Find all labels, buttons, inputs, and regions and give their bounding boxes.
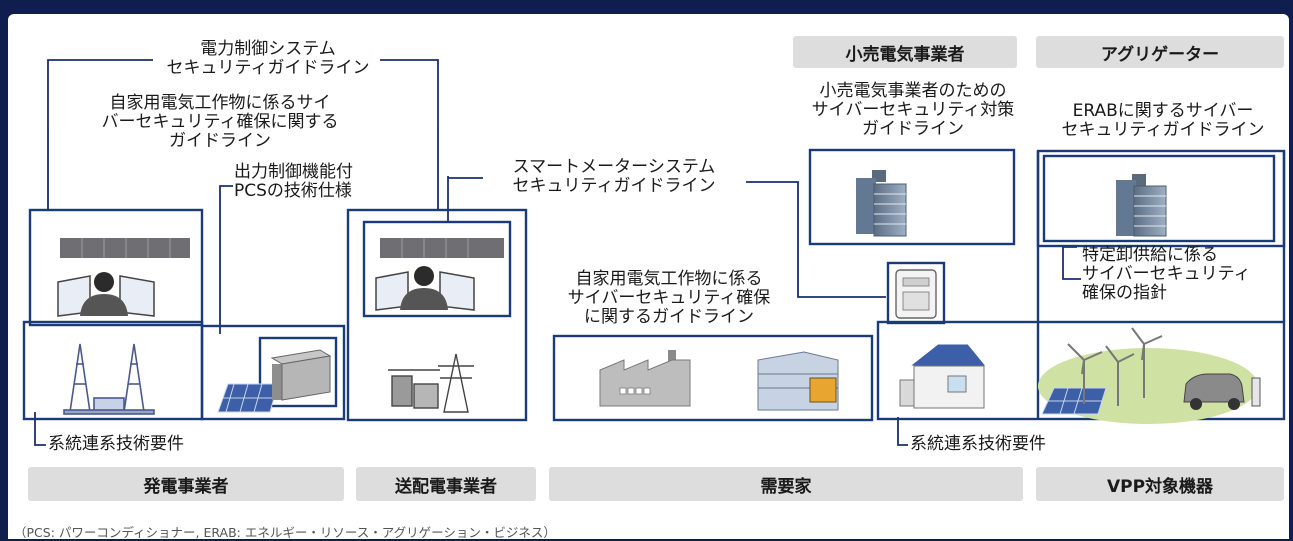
- factory-icon: [599, 350, 691, 407]
- category-consumer: 需要家: [549, 467, 1023, 501]
- diagram-panel: 電力制御システム セキュリティガイドライン 自家用電気工作物に係るサイ バーセキ…: [8, 14, 1289, 539]
- grid-connection-left-label: 系統連系技術要件: [48, 434, 184, 454]
- private-facility-guideline-left-label: 自家用電気工作物に係るサイ バーセキュリティ確保に関する ガイドライン: [101, 93, 339, 151]
- boundary-boxes: [22, 148, 1286, 422]
- connector-lines: [34, 59, 1081, 446]
- control-room-icon: [57, 238, 190, 317]
- category-aggregator: アグリゲーター: [1036, 36, 1284, 68]
- wind-turbine-icon: [1038, 327, 1258, 424]
- specific-wholesale-guideline-label: 特定卸供給に係る サイバーセキュリティ 確保の指針: [1082, 245, 1251, 303]
- category-transmission: 送配電事業者: [356, 467, 536, 501]
- category-vpp: VPP対象機器: [1036, 467, 1284, 501]
- retailer-guideline-label: 小売電気事業者のための サイバーセキュリティ対策 ガイドライン: [811, 81, 1015, 139]
- category-generator: 発電事業者: [28, 467, 344, 501]
- power-control-guideline-label: 電力制御システム セキュリティガイドライン: [166, 39, 370, 78]
- office-building-icon: [1116, 174, 1167, 237]
- substation-icon: [388, 353, 474, 413]
- building-icon: [757, 351, 839, 411]
- erab-guideline-label: ERABに関するサイバー セキュリティガイドライン: [1061, 101, 1265, 140]
- office-building-icon: [856, 170, 907, 237]
- smart-meter-guideline-label: スマートメーターシステム セキュリティガイドライン: [512, 157, 716, 196]
- pcs-spec-label: 出力制御機能付 PCSの技術仕様: [234, 162, 353, 201]
- grid-connection-right-label: 系統連系技術要件: [910, 434, 1046, 454]
- smart-meter-icon: [895, 269, 937, 319]
- house-icon: [899, 343, 988, 409]
- electric-car-icon: [1183, 373, 1261, 410]
- control-room-icon: [375, 238, 504, 311]
- power-plant-icon: [63, 343, 155, 415]
- category-retailer: 小売電気事業者: [793, 36, 1017, 68]
- solar-panel-icon: [217, 383, 279, 413]
- private-facility-guideline-right-label: 自家用電気工作物に係る サイバーセキュリティ確保 に関するガイドライン: [567, 269, 771, 327]
- diagram-artwork: [22, 59, 1286, 446]
- footnote: （PCS: パワーコンディショナー, ERAB: エネルギー・リソース・アグリゲ…: [14, 525, 556, 539]
- pcs-unit-icon: [270, 349, 332, 401]
